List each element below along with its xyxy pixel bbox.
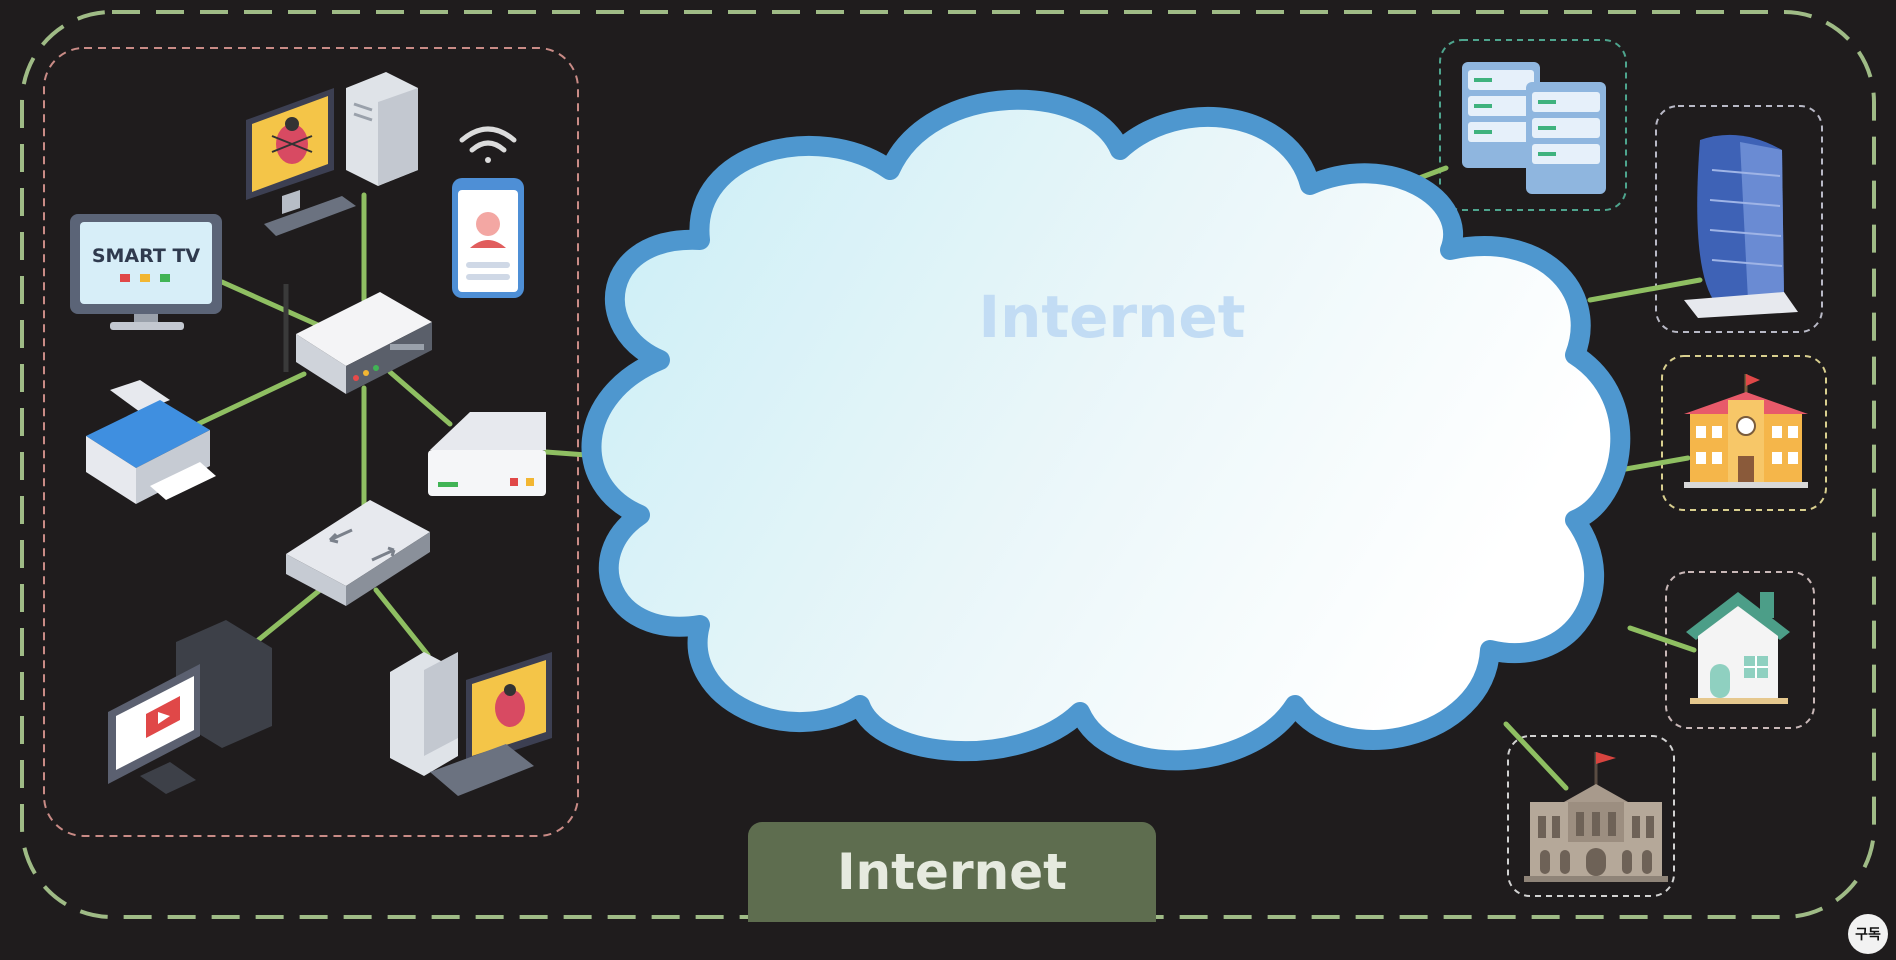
second-computer-with-bug-icon bbox=[390, 652, 552, 796]
server-rack-icon bbox=[1462, 62, 1606, 194]
smartphone-icon bbox=[452, 178, 524, 298]
house-icon bbox=[1686, 592, 1790, 704]
cloud-label: Internet bbox=[979, 283, 1246, 351]
smart-tv-icon: SMART TV bbox=[70, 214, 222, 330]
network-switch-icon bbox=[286, 500, 430, 606]
modem-icon bbox=[428, 412, 546, 496]
smart-tv-label: SMART TV bbox=[92, 245, 201, 267]
school-icon bbox=[1684, 374, 1808, 488]
office-box bbox=[1655, 105, 1823, 333]
government-building-icon bbox=[1524, 752, 1668, 882]
wifi-signal-icon bbox=[459, 126, 517, 163]
outer-boundary bbox=[20, 10, 1876, 919]
computer-with-bug-icon bbox=[246, 72, 418, 236]
subscribe-badge[interactable]: 구독 bbox=[1848, 914, 1888, 954]
office-tower-icon bbox=[1684, 134, 1798, 318]
internet-cloud bbox=[581, 89, 1631, 771]
school-box bbox=[1661, 355, 1827, 511]
wifi-router-icon bbox=[283, 284, 432, 394]
media-computer-icon bbox=[108, 620, 272, 794]
lan-boundary bbox=[43, 47, 579, 837]
server-box bbox=[1439, 39, 1627, 211]
printer-icon bbox=[86, 380, 216, 504]
internet-label-box: Internet bbox=[748, 822, 1156, 922]
government-box bbox=[1507, 735, 1675, 897]
